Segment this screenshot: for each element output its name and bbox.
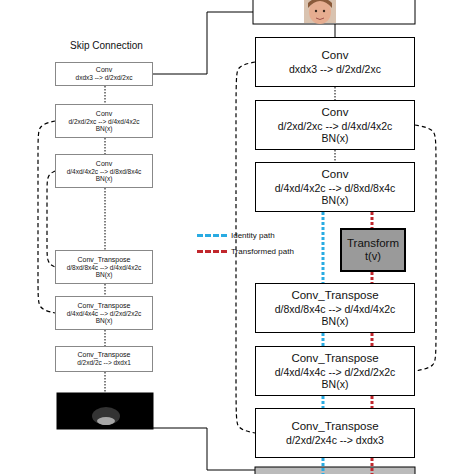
flow-line: [105, 188, 106, 250]
block-detail: dxdx3 --> d/2xd/2xc: [76, 74, 133, 81]
column-heading: Skip Connection: [70, 40, 143, 51]
block-title: Conv_Transpose: [291, 420, 378, 433]
flow-line: [105, 138, 106, 154]
face-eye: [323, 10, 325, 12]
block-detail: BN(x): [96, 317, 113, 324]
block-detail: d/4xd/4x2c --> d/8xd/8x4c: [275, 182, 396, 194]
conv-block: Convd/4xd/4x2c --> d/8xd/8x4cBN(x): [255, 162, 415, 212]
skip-connection: [47, 171, 55, 267]
block-title: Conv: [322, 168, 349, 181]
flow-line: [335, 24, 336, 37]
output-image: [57, 393, 153, 429]
transform-box: Transformt(v): [340, 228, 406, 272]
block-detail: d/8xd/8x4c --> d/4xd/4x2c: [275, 303, 396, 315]
input-box: [253, 0, 415, 24]
block-title: Conv: [96, 110, 112, 118]
conv-block: Convd/2xd/2xc --> d/4xd/4x2cBN(x): [255, 100, 415, 150]
block-detail: d/2xd/2xc --> d/4xd/4x2c: [69, 118, 140, 125]
output-box: [255, 467, 415, 474]
block-detail: d/2xd/2c --> dxdx1: [77, 359, 131, 366]
block-detail: BN(x): [96, 271, 113, 278]
deconv-block: Conv_Transposed/2xd/2x4c --> dxdx3: [255, 408, 415, 458]
block-title: Conv_Transpose: [291, 352, 378, 365]
legend-text: Identity path: [231, 231, 275, 240]
block-title: Conv: [322, 49, 349, 62]
flow-line: [105, 284, 106, 296]
output-glow: [92, 407, 120, 425]
face-hair: [308, 0, 332, 8]
block-detail: d/4xd/4x4c --> d/2xd/2x2c: [67, 310, 142, 317]
flow-line: [335, 150, 336, 162]
legend-entry: Transformed path: [197, 247, 294, 256]
block-title: Conv: [96, 66, 112, 74]
block-title: Conv_Transpose: [77, 351, 130, 359]
block-title: Conv: [96, 160, 112, 168]
flow-line: [335, 87, 336, 100]
legend-text: Transformed path: [231, 247, 294, 256]
skip-connection: [415, 125, 436, 371]
block-detail: dxdx3 --> d/2xd/2xc: [289, 63, 381, 75]
legend-swatch: [197, 234, 227, 237]
block-detail: t(v): [365, 250, 381, 263]
flow-line: [105, 372, 106, 393]
block-detail: BN(x): [322, 378, 349, 390]
block-title: Conv_Transpose: [77, 256, 130, 264]
skip-wire: [153, 428, 255, 470]
deconv-block: Conv_Transposed/2xd/2c --> dxdx1: [55, 346, 153, 372]
block-detail: d/4xd/4x4c --> d/2xd/2x2c: [275, 366, 396, 378]
transformed-path: [371, 396, 374, 408]
flow-line: [105, 330, 106, 346]
block-detail: BN(x): [322, 132, 349, 144]
deconv-block: Conv_Transposed/4xd/4x4c --> d/2xd/2x2cB…: [55, 296, 153, 330]
legend-swatch: [197, 250, 227, 253]
block-detail: d/8xd/8x4c --> d/4xd/4x2c: [67, 264, 142, 271]
skip-connection: [38, 121, 55, 313]
block-detail: d/2xd/2x4c --> dxdx3: [286, 434, 384, 446]
deconv-block: Conv_Transposed/8xd/8x4c --> d/4xd/4x2cB…: [55, 250, 153, 284]
skip-wire: [153, 12, 253, 74]
block-title: Conv_Transpose: [77, 302, 130, 310]
legend-entry: Identity path: [197, 231, 275, 240]
face-eye: [315, 10, 317, 12]
conv-block: Convdxdx3 --> d/2xd/2xc: [55, 62, 153, 86]
block-title: Transform: [347, 237, 399, 250]
block-detail: BN(x): [96, 175, 113, 182]
identity-path: [322, 458, 325, 474]
identity-path: [322, 333, 325, 346]
transformed-path: [371, 272, 374, 283]
block-detail: d/4xd/4x2c --> d/8xd/8x4c: [67, 168, 142, 175]
block-title: Conv: [322, 106, 349, 119]
flow-line: [105, 86, 106, 104]
identity-path: [322, 212, 325, 283]
conv-block: Convd/2xd/2xc --> d/4xd/4x2cBN(x): [55, 104, 153, 138]
conv-block: Convd/4xd/4x2c --> d/8xd/8x4cBN(x): [55, 154, 153, 188]
block-detail: d/2xd/2xc --> d/4xd/4x2c: [278, 120, 393, 132]
deconv-block: Conv_Transposed/4xd/4x4c --> d/2xd/2x2cB…: [255, 346, 415, 396]
transformed-path: [371, 333, 374, 346]
face-mouth: [316, 18, 324, 20]
block-detail: BN(x): [322, 315, 349, 327]
block-detail: BN(x): [322, 194, 349, 206]
conv-block: Convdxdx3 --> d/2xd/2xc: [255, 37, 415, 87]
transformed-path: [371, 458, 374, 474]
identity-path: [322, 396, 325, 408]
block-detail: BN(x): [96, 125, 113, 132]
transformed-path: [371, 212, 374, 228]
block-title: Conv_Transpose: [291, 289, 378, 302]
deconv-block: Conv_Transposed/8xd/8x4c --> d/4xd/4x2cB…: [255, 283, 415, 333]
